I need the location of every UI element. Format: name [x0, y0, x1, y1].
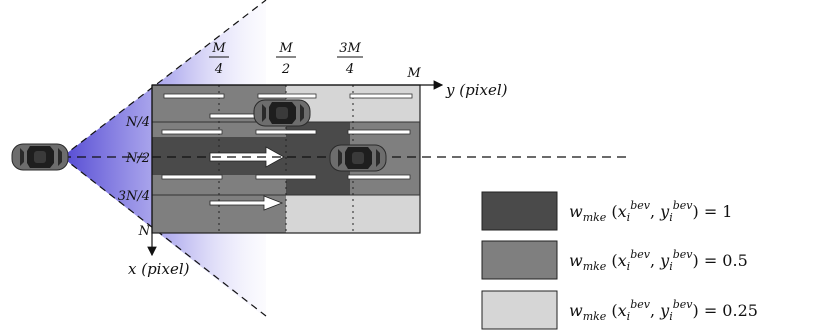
top-tick-m4: M 4	[209, 41, 229, 77]
legend-label: wmke (xibev, yibev) = 0.25	[569, 298, 758, 323]
legend-label: wmke (xibev, yibev) = 1	[569, 199, 732, 224]
car-icon	[253, 99, 311, 127]
legend-swatch	[481, 191, 558, 231]
legend-item: wmke (xibev, yibev) = 0.25	[481, 290, 758, 330]
fov-boundary-upper	[61, 0, 267, 158]
left-tick-n2: N/2	[125, 151, 150, 166]
x-axis-label: x (pixel)	[128, 260, 190, 278]
left-tick-3n4: 3N/4	[118, 189, 150, 204]
svg-text:4: 4	[214, 62, 223, 77]
svg-text:4: 4	[345, 62, 354, 77]
legend: wmke (xibev, yibev) = 1 wmke (xibev, yibe…	[481, 191, 758, 330]
left-tick-n4: N/4	[125, 115, 150, 130]
legend-item: wmke (xibev, yibev) = 0.5	[481, 240, 748, 280]
svg-text:M: M	[278, 41, 293, 56]
legend-item: wmke (xibev, yibev) = 1	[481, 191, 732, 231]
top-tick-m: M	[406, 66, 421, 81]
svg-text:3M: 3M	[339, 41, 361, 56]
top-tick-3m4: 3M 4	[337, 41, 363, 77]
y-axis-label: y (pixel)	[445, 81, 508, 99]
car-icon	[329, 144, 387, 172]
legend-label: wmke (xibev, yibev) = 0.5	[569, 248, 748, 273]
ego-car-icon	[11, 143, 69, 171]
svg-text:2: 2	[281, 62, 290, 77]
left-tick-n: N	[138, 224, 151, 239]
cell-light	[286, 195, 420, 233]
legend-swatch	[481, 290, 558, 330]
top-tick-m2: M 2	[276, 41, 296, 77]
legend-swatch	[481, 240, 558, 280]
lane-markings	[161, 93, 413, 180]
svg-text:M: M	[211, 41, 226, 56]
